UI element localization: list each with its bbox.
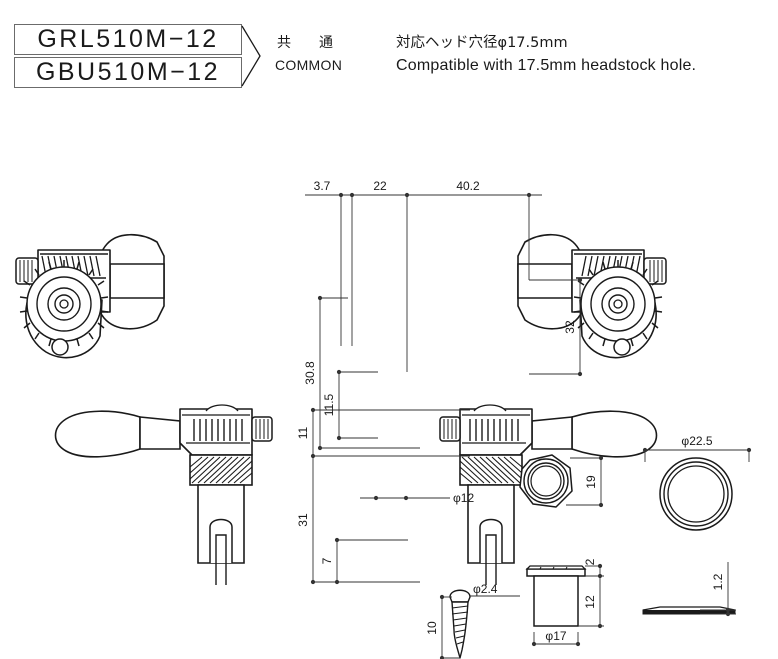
model-number-box-1: GRL510M−12 bbox=[14, 24, 242, 55]
dim-left-outer: 30.8 bbox=[303, 361, 317, 385]
dim-left-inner: 11.5 bbox=[322, 393, 336, 416]
tuner-rear-view-right bbox=[517, 233, 667, 359]
dim-bushing-flange: 2 bbox=[583, 558, 597, 565]
washer-top-view bbox=[659, 457, 733, 531]
dimension-washer-diameter bbox=[642, 447, 752, 462]
dim-right-v: 32 bbox=[563, 320, 577, 334]
mounting-screw bbox=[449, 589, 471, 659]
dim-washer-thickness: 1.2 bbox=[711, 573, 725, 590]
model-number-2: GBU510M−12 bbox=[35, 58, 221, 86]
dim-screw-len: 10 bbox=[425, 621, 439, 635]
dim-post-dia: φ12 bbox=[453, 491, 474, 505]
dimension-right-vertical bbox=[529, 277, 583, 377]
dimension-screw bbox=[439, 594, 520, 659]
common-label-jp: 共 通 bbox=[277, 35, 340, 51]
dim-top-b: 22 bbox=[373, 179, 387, 193]
washer-side-view bbox=[642, 606, 736, 615]
dimension-post-diameter bbox=[360, 495, 450, 501]
bushing-top-view bbox=[519, 454, 573, 508]
dim-top-c: 40.2 bbox=[456, 179, 480, 193]
model-number-box-2: GBU510M−12 bbox=[14, 57, 242, 88]
spec-note-en: Compatible with 17.5mm headstock hole. bbox=[396, 57, 697, 74]
spec-note-jp: 対応ヘッド穴径φ17.5mm bbox=[396, 35, 568, 51]
header: GRL510M−12 GBU510M−12 共 通 COMMON 対応ヘッド穴径… bbox=[0, 0, 778, 110]
technical-drawing: 3.7 22 40.2 30.8 11.5 32 bbox=[0, 110, 778, 659]
brace-bracket-icon bbox=[241, 25, 261, 87]
dimension-bushing-side bbox=[531, 563, 604, 647]
dim-washer-dia: φ22.5 bbox=[681, 434, 712, 448]
dimension-bushing-height bbox=[566, 455, 604, 508]
dimension-side-vertical bbox=[310, 407, 470, 585]
model-number-1: GRL510M−12 bbox=[37, 25, 219, 53]
tuner-rear-view-left bbox=[15, 233, 165, 359]
dimension-washer-thickness bbox=[700, 562, 736, 617]
dim-top-a: 3.7 bbox=[314, 179, 331, 193]
dim-side-total: 31 bbox=[296, 513, 310, 527]
dim-bushing-body: 12 bbox=[583, 595, 597, 609]
dim-side-top: 11 bbox=[296, 426, 310, 439]
tuner-side-view-left bbox=[54, 404, 273, 586]
dim-screw-dia: φ2.4 bbox=[473, 582, 498, 596]
bushing-side-view bbox=[525, 565, 587, 627]
common-label-en: COMMON bbox=[275, 57, 343, 73]
dim-side-slot: 7 bbox=[320, 557, 334, 564]
dimension-left-vertical bbox=[317, 295, 420, 451]
dim-bushing-dia: φ17 bbox=[545, 629, 566, 643]
dim-bushing-hex-height: 19 bbox=[584, 475, 598, 489]
dimension-top-chain bbox=[305, 192, 542, 372]
